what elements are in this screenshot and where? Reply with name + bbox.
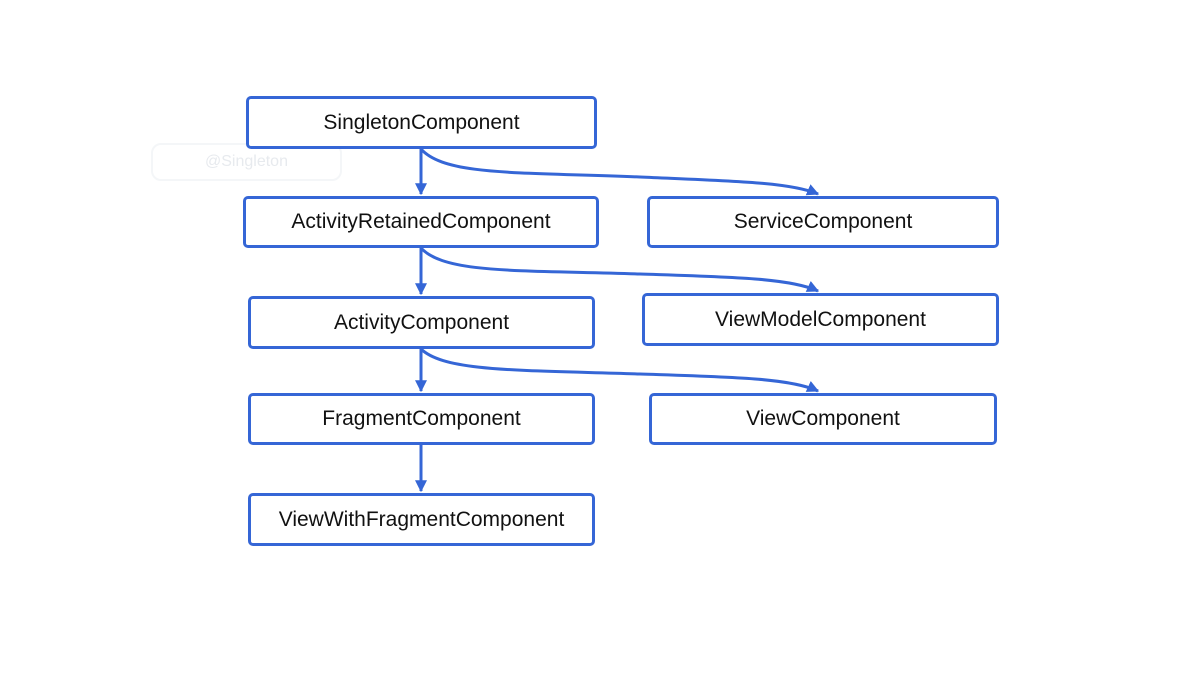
node-activity-component: ActivityComponent xyxy=(248,296,595,349)
edge-activity-to-view xyxy=(419,347,820,393)
edge-singleton-to-service xyxy=(419,147,820,196)
node-view-model-component: ViewModelComponent xyxy=(642,293,999,346)
edge-activity-retained-to-view-model xyxy=(419,246,820,293)
node-view-component: ViewComponent xyxy=(649,393,997,445)
node-fragment-component: FragmentComponent xyxy=(248,393,595,445)
node-service-component: ServiceComponent xyxy=(647,196,999,248)
node-singleton-component: SingletonComponent xyxy=(246,96,597,149)
node-activity-retained-component: ActivityRetainedComponent xyxy=(243,196,599,248)
node-view-with-fragment-component: ViewWithFragmentComponent xyxy=(248,493,595,546)
